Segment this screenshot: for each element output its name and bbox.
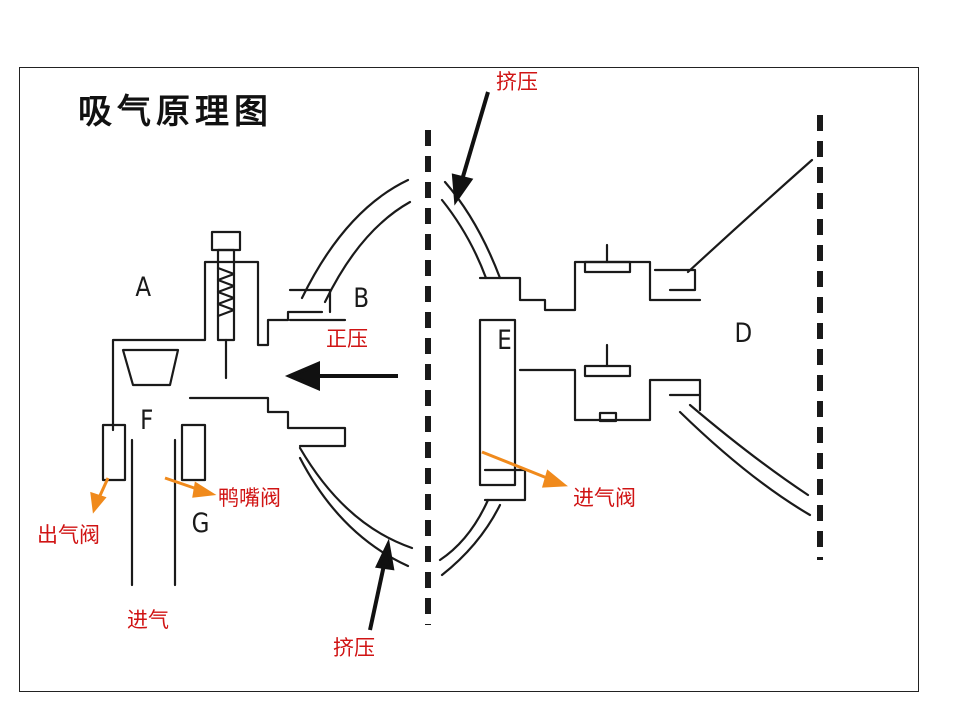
left-bag-upper-arc-inner xyxy=(323,200,412,304)
inlet-valve-arrow-head xyxy=(541,469,568,488)
valve-a-body xyxy=(111,260,324,432)
valve-a-spring xyxy=(216,266,236,318)
valve-e-lower-plate xyxy=(583,364,632,378)
valve-e-slot xyxy=(598,411,618,423)
valve-a-cap xyxy=(210,230,242,252)
label-inlet-valve: 进气阀 xyxy=(573,486,636,510)
part-label-a: A xyxy=(135,272,152,303)
valve-e-frame xyxy=(478,260,702,312)
valve-e-upper-plate xyxy=(583,260,632,274)
d-chamber-upper-line xyxy=(686,158,814,274)
diagram-title: 吸气原理图 xyxy=(78,92,273,132)
squeeze-bottom-arrow-line xyxy=(368,564,386,631)
squeeze-bottom-arrow-head xyxy=(375,538,395,571)
diagram-frame xyxy=(19,67,919,692)
part-label-b: B xyxy=(353,283,370,314)
pressure-arrow-head xyxy=(284,360,320,392)
left-bag-upper-arc xyxy=(300,178,410,300)
d-chamber-lower-line-1 xyxy=(688,403,810,497)
outlet-valve-left xyxy=(101,423,127,482)
valve-e-bottom xyxy=(483,468,527,502)
left-bag-lower-arc xyxy=(298,446,414,550)
right-bag-upper-arc xyxy=(443,180,502,280)
cup-shape xyxy=(121,348,180,387)
valve-e-body xyxy=(478,318,517,487)
squeeze-top-arrow-line xyxy=(460,91,490,181)
label-duckbill-valve: 鸭嘴阀 xyxy=(218,486,281,510)
label-air-intake: 进气 xyxy=(127,608,169,632)
part-label-e: E xyxy=(497,325,512,356)
part-label-g: G xyxy=(191,508,210,539)
inlet-valve-arrow-line xyxy=(481,450,553,482)
intake-tube xyxy=(130,438,177,587)
label-squeeze-top: 挤压 xyxy=(496,70,538,94)
valve-e-frame-lower xyxy=(518,368,702,422)
duckbill-arrow-head xyxy=(192,481,217,498)
part-label-d: D xyxy=(734,318,753,349)
valve-e-connector xyxy=(653,268,702,397)
label-outlet-valve: 出气阀 xyxy=(37,523,100,547)
d-chamber-lower-line-2 xyxy=(678,410,812,517)
right-bag-lower-arc xyxy=(438,498,490,562)
label-squeeze-bottom: 挤压 xyxy=(333,636,375,660)
label-positive-pressure: 正压 xyxy=(326,327,368,351)
part-label-f: F xyxy=(140,405,154,436)
squeeze-top-arrow-head xyxy=(451,173,474,206)
right-bag-upper-arc-inner xyxy=(440,198,488,280)
right-bag-lower-arc-inner xyxy=(440,503,502,577)
valve-a-lower-body xyxy=(188,396,347,448)
b-connector xyxy=(288,288,347,322)
left-bag-lower-arc-inner xyxy=(298,456,410,568)
outlet-valve-arrow-head xyxy=(90,491,107,514)
outlet-valve-right xyxy=(180,423,207,482)
